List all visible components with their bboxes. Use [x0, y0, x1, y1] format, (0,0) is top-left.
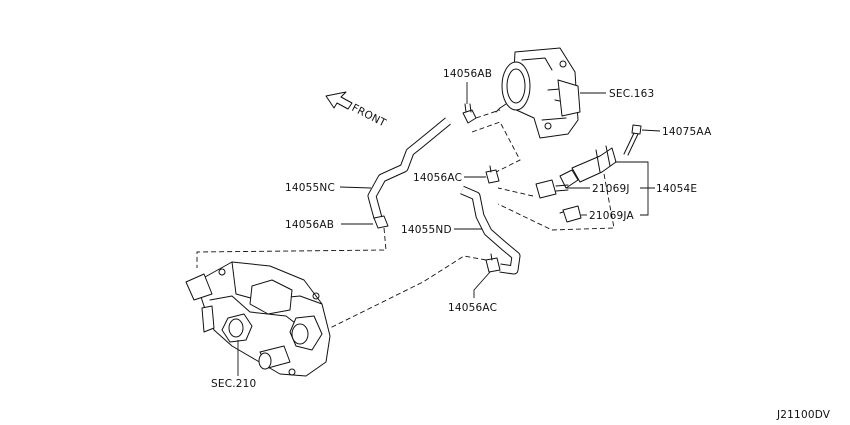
label-14056AB-left: 14056AB — [285, 219, 334, 231]
diagram-code: J21100DV — [776, 409, 831, 421]
clip-14056AC-mid-drawing — [485, 165, 500, 184]
front-arrow-icon — [325, 91, 353, 110]
label-14056AB-top: 14056AB — [443, 68, 492, 80]
clip-14056AC-bottom-drawing — [485, 253, 501, 273]
throttle-body-drawing — [495, 47, 581, 139]
label-14055ND: 14055ND — [401, 224, 452, 236]
bolt-14075AA-drawing — [623, 124, 642, 156]
bracket-14054E-drawing — [559, 145, 617, 189]
label-14054E: 14054E — [656, 183, 697, 195]
sec210-label: SEC.210 — [211, 378, 256, 390]
connector-21069J-drawing — [535, 179, 569, 199]
label-21069J: 21069J — [592, 183, 630, 195]
clip-14056AB-top-drawing — [462, 103, 477, 124]
hose-14055NC-drawing — [367, 117, 451, 220]
label-14056AC-bottom: 14056AC — [448, 302, 497, 314]
sec163-label: SEC.163 — [609, 88, 654, 100]
clip-14056AB-left-drawing — [373, 215, 389, 229]
label-14055NC: 14055NC — [285, 182, 335, 194]
label-14075AA: 14075AA — [662, 126, 712, 138]
front-label: FRONT — [350, 102, 389, 130]
connector-21069JA-drawing — [559, 205, 582, 223]
thermostat-housing-drawing — [185, 261, 331, 377]
hose-14055ND-drawing — [460, 185, 521, 275]
label-14056AC-mid: 14056AC — [413, 172, 462, 184]
